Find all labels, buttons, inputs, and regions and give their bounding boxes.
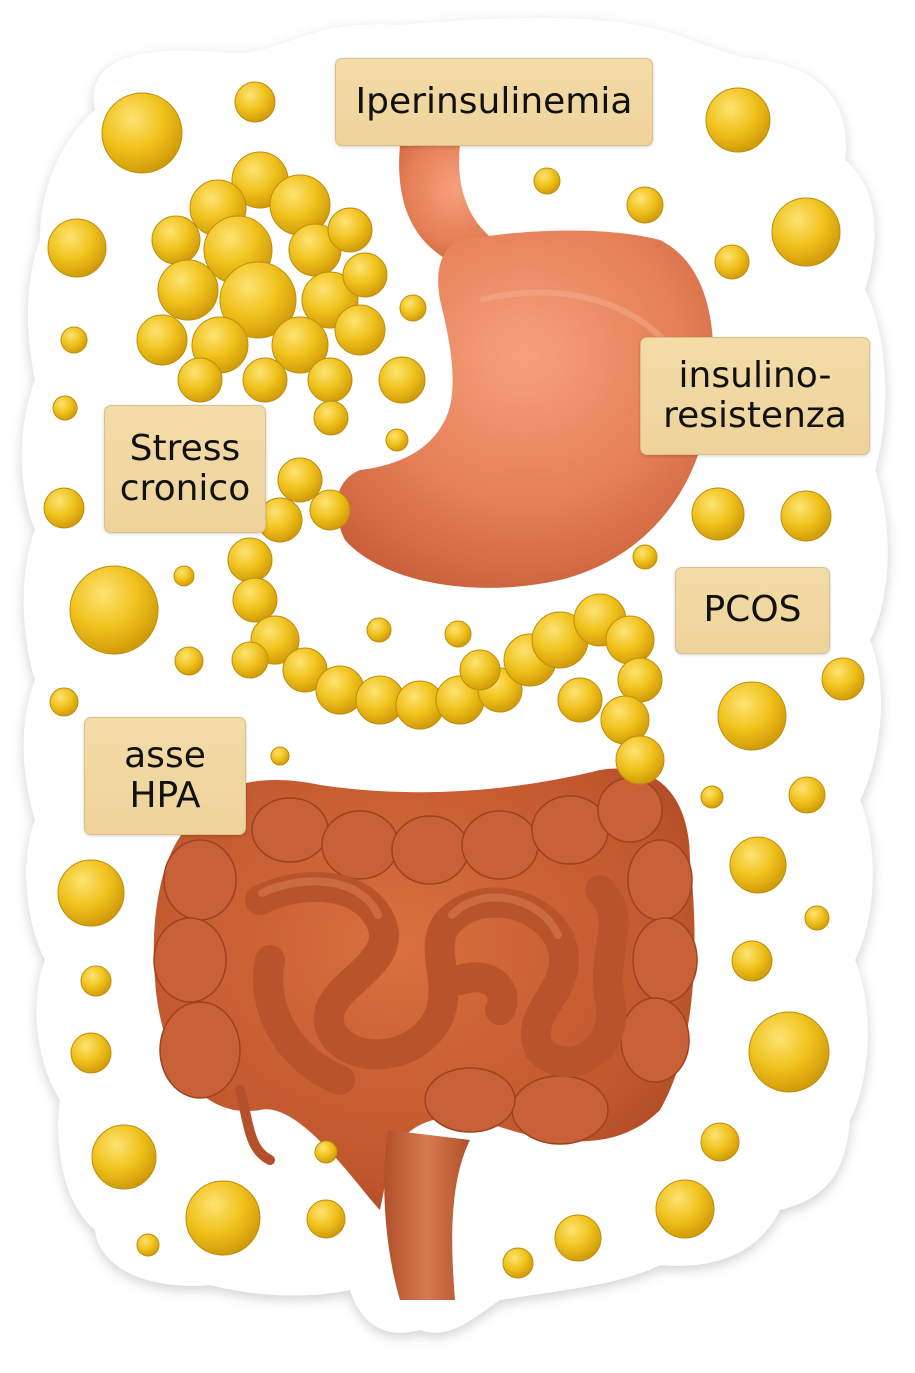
fat-globule	[101, 92, 183, 174]
fat-globule	[313, 400, 349, 436]
pancreas-fat-globule	[232, 577, 278, 623]
fat-globule	[70, 1032, 112, 1074]
cluster-fat-globule	[219, 261, 297, 339]
label-stress-cronico: Stress cronico	[104, 405, 266, 533]
pancreas-fat-globule	[557, 677, 603, 723]
fat-globule	[185, 1180, 261, 1256]
fat-globule	[136, 1233, 160, 1257]
label-text: Iperinsulinemia	[355, 80, 633, 122]
pancreas-fat-globule	[615, 735, 665, 785]
fat-globule	[632, 544, 658, 570]
fat-globule	[234, 81, 276, 123]
fat-globule	[49, 687, 79, 717]
fat-globule	[47, 218, 107, 278]
fat-globule	[378, 356, 426, 404]
fat-globule	[748, 1011, 830, 1093]
fat-globule	[80, 965, 112, 997]
fat-globule	[780, 490, 832, 542]
cluster-fat-globule	[157, 259, 219, 321]
label-text-line2: HPA	[129, 775, 201, 816]
pancreas-fat-globule	[227, 537, 273, 583]
fat-globule	[717, 681, 787, 751]
fat-globule	[804, 905, 830, 931]
cluster-fat-globule	[177, 357, 223, 403]
fat-globule	[173, 565, 195, 587]
fat-globule	[554, 1214, 602, 1262]
pancreas-fat-globule	[605, 615, 655, 665]
label-pcos: PCOS	[675, 567, 830, 654]
pancreas-fat-globule	[459, 649, 501, 691]
fat-globule	[714, 244, 750, 280]
label-asse-hpa: asse HPA	[84, 717, 246, 835]
fat-globule	[691, 487, 745, 541]
fat-globule	[821, 657, 865, 701]
cluster-fat-globule	[334, 304, 386, 356]
fat-globule	[705, 87, 771, 153]
fat-globule	[788, 776, 826, 814]
fat-globule	[533, 167, 561, 195]
pancreas-fat-globule	[231, 641, 269, 679]
cluster-fat-globule	[307, 357, 353, 403]
fat-globule	[626, 186, 664, 224]
fat-globule	[366, 617, 392, 643]
fatty-pancreas	[227, 457, 665, 785]
fat-globules	[43, 81, 865, 1279]
colon-haustra	[153, 777, 698, 1145]
fat-globule	[57, 859, 125, 927]
label-insulino-resistenza: insulino- resistenza	[640, 337, 870, 455]
fat-globule	[444, 620, 472, 648]
pancreas-fat-globule	[277, 457, 323, 503]
fat-globule	[43, 487, 85, 529]
pancreas-fat-globule	[617, 657, 663, 703]
cluster-fat-globule	[327, 207, 373, 253]
fat-globule	[69, 565, 159, 655]
fat-globule	[306, 1199, 346, 1239]
cluster-fat-globule	[242, 357, 288, 403]
label-text-line2: resistenza	[663, 395, 847, 436]
small-intestine	[245, 871, 629, 1095]
fat-globule	[91, 1124, 157, 1190]
fat-globule	[771, 197, 841, 267]
cluster-fat-globule	[151, 215, 201, 265]
label-iperinsulinemia: Iperinsulinemia	[335, 58, 653, 146]
cluster-fat-globule	[342, 252, 388, 298]
rectum	[384, 1130, 470, 1300]
label-text-line1: Stress	[129, 427, 241, 469]
fat-globule	[502, 1247, 534, 1279]
pancreas-fat-globule	[309, 489, 351, 531]
fat-globule	[60, 326, 88, 354]
fat-globule	[52, 395, 78, 421]
fat-globule	[174, 646, 204, 676]
fat-globule	[655, 1179, 715, 1239]
fat-globule	[385, 428, 409, 452]
label-text-line1: asse	[124, 734, 206, 776]
cluster-fat-globule	[136, 314, 188, 366]
fat-globule	[700, 1122, 740, 1162]
stomach	[336, 230, 714, 588]
label-text-line2: cronico	[119, 468, 251, 509]
label-text: PCOS	[703, 589, 802, 631]
fat-globule	[399, 294, 427, 322]
label-text-line1: insulino-	[678, 354, 832, 396]
fat-globule	[700, 785, 724, 809]
fat-globule	[314, 1140, 338, 1164]
cluster-fat-globule	[271, 316, 329, 374]
appendix	[235, 1085, 275, 1165]
adipose-cluster	[136, 151, 388, 403]
fat-globule	[731, 940, 773, 982]
fat-globule	[270, 746, 290, 766]
fat-globule	[729, 836, 787, 894]
